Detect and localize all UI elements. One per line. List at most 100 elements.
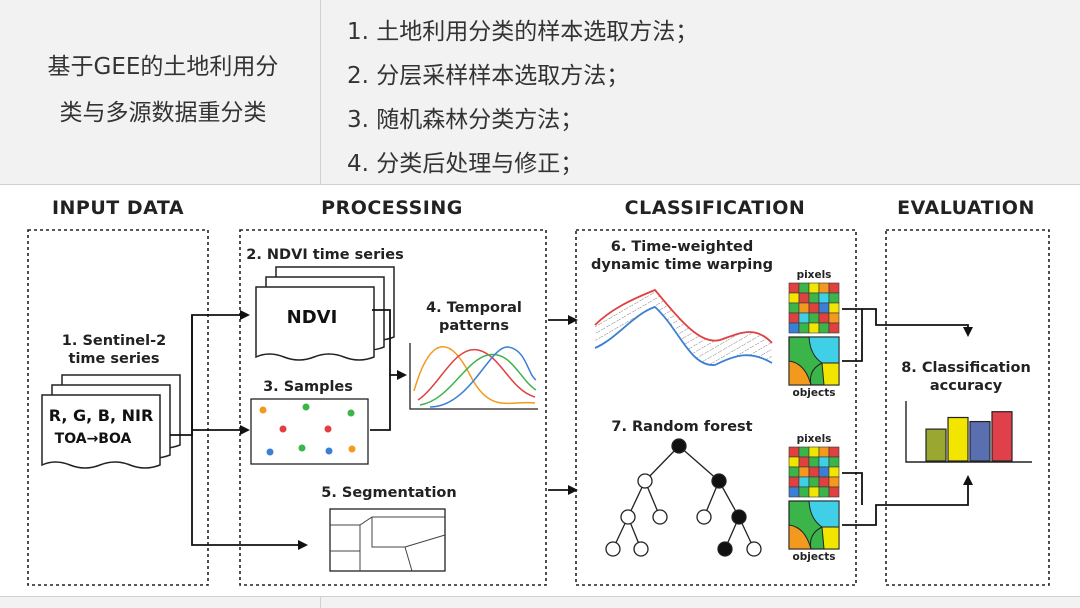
objects-label-top: objects <box>793 387 836 399</box>
pixel-cell <box>798 292 810 304</box>
pixel-cell <box>828 486 840 498</box>
sentinel-front-sheet <box>41 394 161 469</box>
ndvi-stack: 2. NDVI time series NDVI <box>246 247 404 361</box>
step6-label-line1: 6. Time-weighted <box>611 239 754 255</box>
methods-cell: 1. 土地利用分类的样本选取方法； 2. 分层采样样本选取方法； 3. 随机森林… <box>321 0 1080 185</box>
step4-label-line1: 4. Temporal <box>426 300 522 316</box>
accuracy-bar <box>969 420 991 462</box>
pixel-cell <box>828 466 840 478</box>
input-box <box>27 229 209 586</box>
pixel-cell <box>808 322 820 334</box>
step5-label: 5. Segmentation <box>321 485 456 501</box>
object-map-top <box>788 336 840 386</box>
classification-box <box>575 229 857 586</box>
topic-title-line-2: 类与多源数据重分类 <box>59 100 267 126</box>
temporal-patterns: 4. Temporal patterns <box>409 300 538 410</box>
pixel-cell <box>798 476 810 488</box>
pixel-cell <box>788 446 800 458</box>
pixel-cell <box>818 292 830 304</box>
pixel-cell <box>828 446 840 458</box>
workflow-diagram: INPUT DATA PROCESSING CLASSIFICATION EVA… <box>27 197 1050 586</box>
pixel-cell <box>818 476 830 488</box>
step1-label-line1: 1. Sentinel-2 <box>62 333 166 349</box>
pixel-cell <box>798 282 810 294</box>
samples-panel: 3. Samples <box>250 379 369 465</box>
method-item-2: 2. 分层采样样本选取方法； <box>347 63 630 89</box>
step4-label-line2: patterns <box>439 318 509 334</box>
topic-cell: 基于GEE的土地利用分 类与多源数据重分类 <box>0 0 321 185</box>
method-item-3: 3. 随机森林分类方法； <box>347 107 584 133</box>
pixel-cell <box>798 322 810 334</box>
pixel-cell <box>818 322 830 334</box>
step1-label-line2: time series <box>69 351 160 367</box>
pixel-cell <box>828 456 840 468</box>
random-forest-tree: 7. Random forest <box>605 419 762 557</box>
step8-label-line2: accuracy <box>930 378 1003 394</box>
bands-label: R, G, B, NIR <box>49 406 154 425</box>
pixel-cell <box>788 292 800 304</box>
pixel-cell <box>798 302 810 314</box>
pixel-cell <box>808 486 820 498</box>
pixel-cell <box>798 312 810 324</box>
sentinel-stack: 1. Sentinel-2 time series R, G, B, NIR T… <box>41 333 181 469</box>
header-evaluation: EVALUATION <box>897 197 1035 219</box>
pixel-cell <box>808 446 820 458</box>
maps-top: pixels objects <box>788 269 840 399</box>
pixel-cell <box>788 466 800 478</box>
accuracy-bars <box>925 411 1013 462</box>
pixel-cell <box>788 312 800 324</box>
processing-box <box>239 229 547 586</box>
pixel-cell <box>788 456 800 468</box>
twdtw-panel: 6. Time-weighted dynamic time warping <box>591 239 773 366</box>
processing-arrows <box>370 309 407 431</box>
step7-label: 7. Random forest <box>611 419 752 435</box>
pixel-grid-bottom <box>788 446 840 498</box>
pixel-grid-top <box>788 282 840 334</box>
pixel-cell <box>808 456 820 468</box>
pixel-cell <box>828 476 840 488</box>
pixel-cell <box>798 466 810 478</box>
pixel-cell <box>818 446 830 458</box>
next-table-row <box>0 596 1080 608</box>
pixels-label-bottom: pixels <box>797 433 832 445</box>
pixel-cell <box>818 312 830 324</box>
toa-boa-label: TOA→BOA <box>55 431 132 447</box>
header-classification: CLASSIFICATION <box>625 197 806 219</box>
pixel-cell <box>818 282 830 294</box>
pixel-cell <box>828 292 840 304</box>
pixel-cell <box>818 302 830 314</box>
pixel-cell <box>798 486 810 498</box>
pixel-cell <box>818 456 830 468</box>
pixel-cell <box>798 456 810 468</box>
pixel-cell <box>828 302 840 314</box>
pixel-cell <box>828 322 840 334</box>
pixel-cell <box>808 302 820 314</box>
pixel-cell <box>788 486 800 498</box>
pixel-cell <box>818 486 830 498</box>
accuracy-chart: 8. Classification accuracy <box>901 360 1032 463</box>
segmentation-panel: 5. Segmentation <box>321 485 457 572</box>
accuracy-bar <box>991 411 1013 462</box>
pixel-cell <box>788 476 800 488</box>
pixel-cell <box>788 302 800 314</box>
header-processing: PROCESSING <box>321 197 463 219</box>
pixel-cell <box>818 466 830 478</box>
workflow-figure: INPUT DATA PROCESSING CLASSIFICATION EVA… <box>0 185 1080 595</box>
step6-label-line2: dynamic time warping <box>591 257 773 273</box>
topic-title-line-1: 基于GEE的土地利用分 <box>47 54 279 80</box>
step3-label: 3. Samples <box>263 379 353 395</box>
accuracy-bar <box>947 416 969 462</box>
pixels-label-top: pixels <box>797 269 832 281</box>
accuracy-bar <box>925 428 947 462</box>
step2-label: 2. NDVI time series <box>246 247 403 263</box>
classification-arrows <box>548 315 578 495</box>
header-input-data: INPUT DATA <box>52 197 184 219</box>
ndvi-front-sheet <box>255 286 375 361</box>
evaluation-box <box>885 229 1050 586</box>
pixel-cell <box>808 466 820 478</box>
methods-list: 1. 土地利用分类的样本选取方法； 2. 分层采样样本选取方法； 3. 随机森林… <box>347 10 698 186</box>
object-map-bottom <box>788 500 840 550</box>
evaluation-connectors <box>842 308 973 526</box>
step8-label-line1: 8. Classification <box>901 360 1031 376</box>
